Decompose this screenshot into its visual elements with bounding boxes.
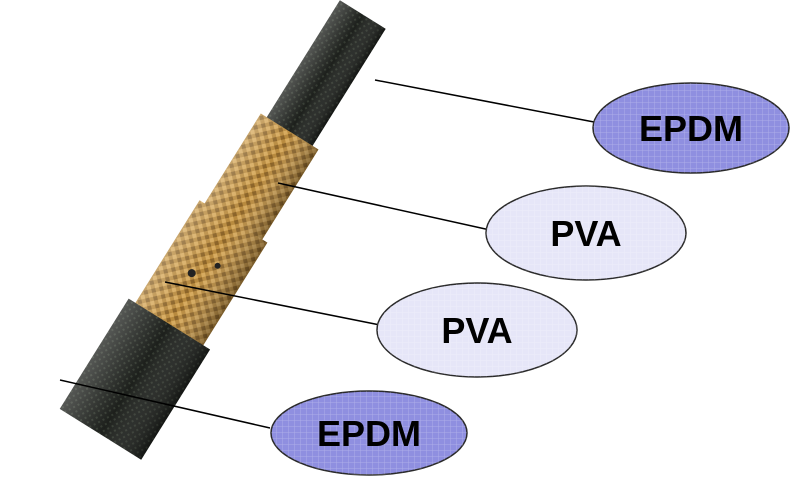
leader-line-3 xyxy=(164,281,381,326)
label-epdm-top-text: EPDM xyxy=(639,108,743,149)
leader-line-4 xyxy=(59,379,271,429)
leader-line-2 xyxy=(277,182,491,231)
label-pva-lower-text: PVA xyxy=(441,310,512,351)
label-epdm-bottom-text: EPDM xyxy=(317,413,421,454)
label-pva-upper: PVA xyxy=(485,185,687,281)
label-epdm-bottom: EPDM xyxy=(270,390,468,476)
hose-illustration xyxy=(59,0,386,460)
label-pva-lower: PVA xyxy=(376,282,578,378)
label-epdm-top: EPDM xyxy=(592,82,790,174)
leader-line-1 xyxy=(374,79,595,123)
leader-lines xyxy=(59,79,595,429)
label-pva-upper-text: PVA xyxy=(550,213,621,254)
